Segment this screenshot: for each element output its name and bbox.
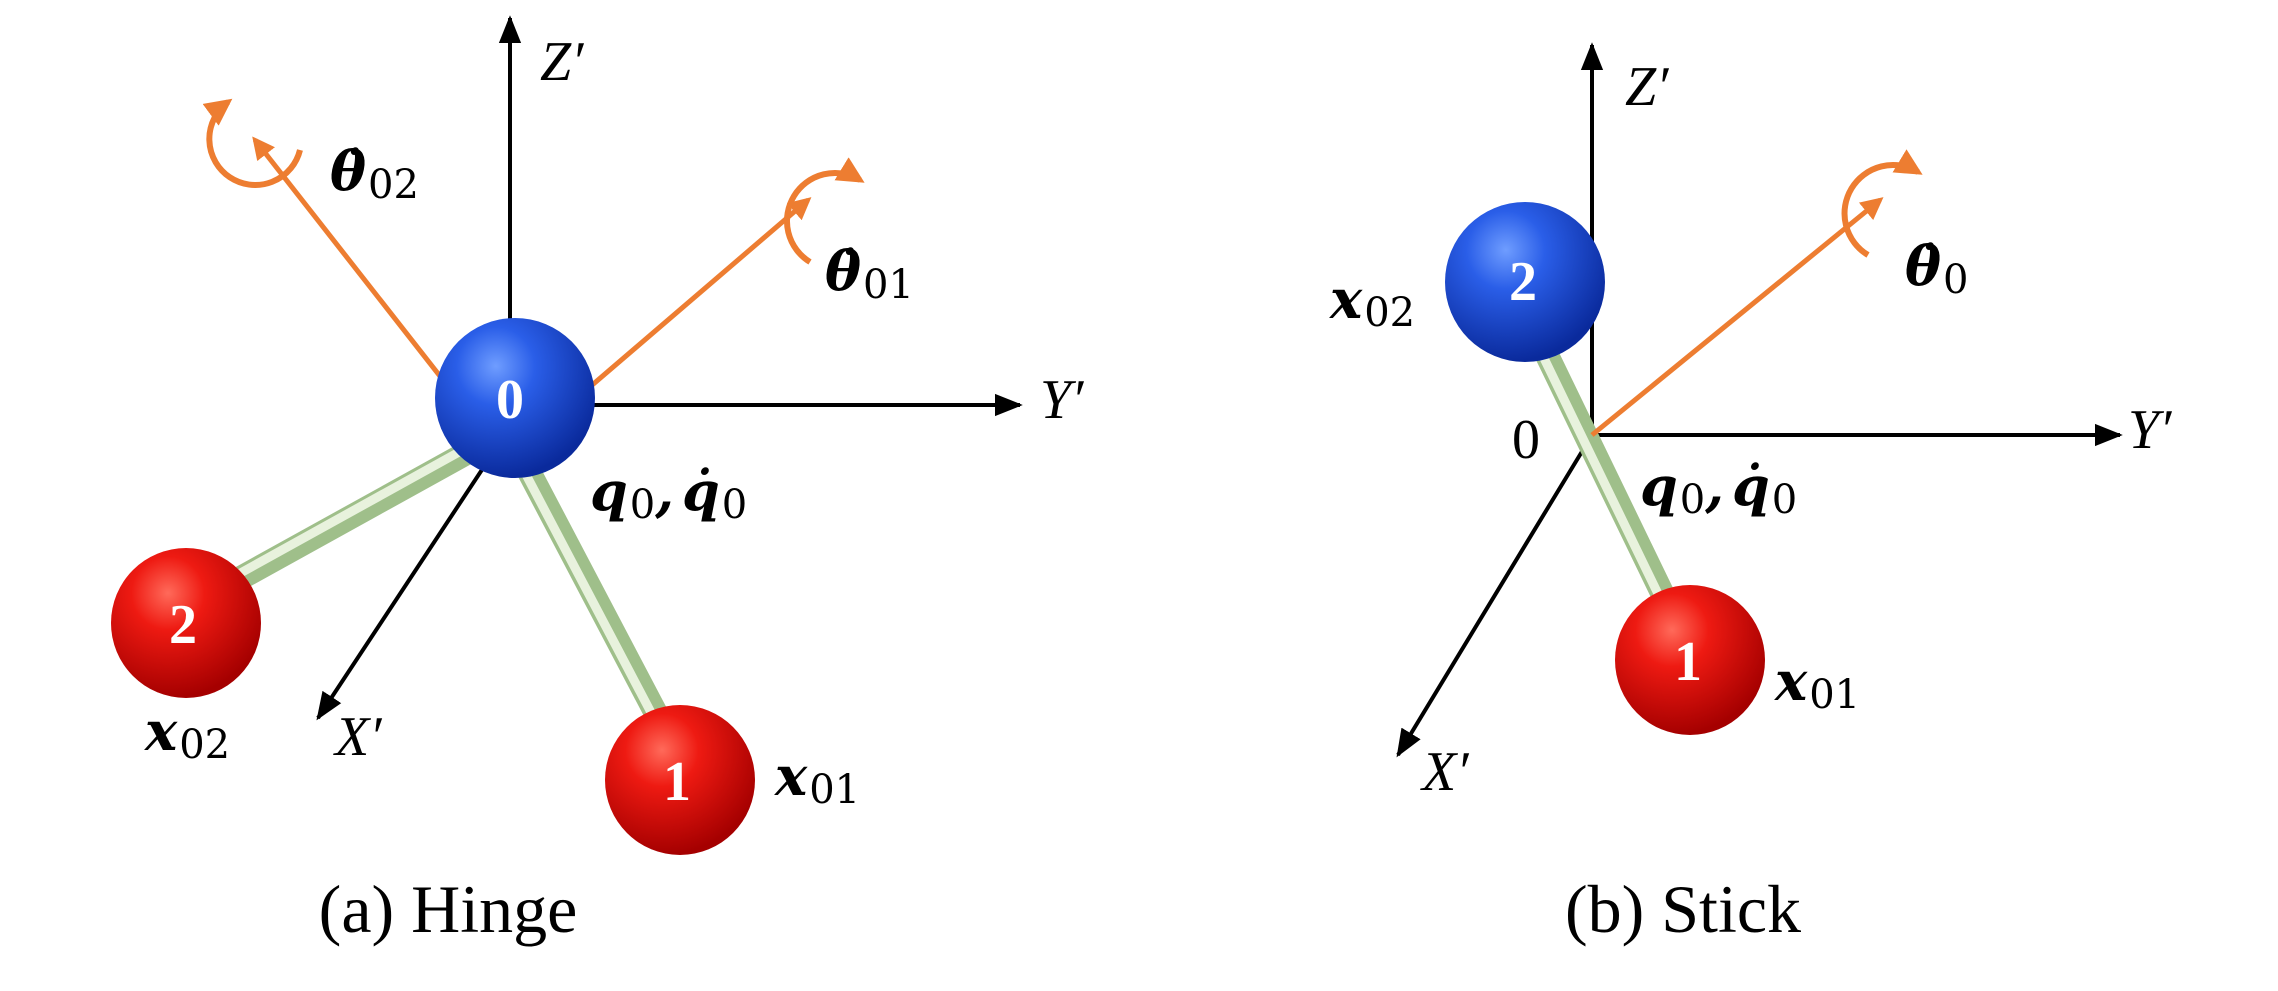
ball-1 [1615, 585, 1765, 735]
x-axis [1396, 433, 1594, 758]
ball-1-number: 1 [1674, 631, 1702, 693]
ball-center-number: 0 [496, 369, 524, 431]
q0-qdot0-label: q0,q̇0 [590, 459, 747, 528]
origin-label: 0 [1512, 409, 1540, 471]
y-axis-label: Y′ [2128, 399, 2172, 461]
panel-stick: Z′ Y′ X′ 0 2 1 θ̇0 x02 q0,q̇0 x01 (b) St… [1329, 42, 2172, 947]
theta0-label: θ̇0 [1905, 234, 1968, 303]
ball-1 [605, 705, 755, 855]
x-axis-label: X′ [1420, 741, 1469, 803]
q0-qdot0-label: q0,q̇0 [1640, 454, 1797, 523]
theta0-axis [1590, 197, 1884, 437]
stick-to-ball-1 [506, 441, 671, 746]
x-axis [316, 448, 497, 721]
ball-2 [1445, 202, 1605, 362]
x01-label: x01 [1774, 649, 1860, 718]
x-axis-label: X′ [333, 706, 382, 768]
rotation-arrow-icon [202, 98, 303, 188]
ball-2-number: 2 [1509, 251, 1537, 313]
ball-1-number: 1 [663, 751, 691, 813]
y-axis-label: Y′ [1040, 369, 1084, 431]
z-axis-label: Z′ [1625, 56, 1669, 118]
theta01-label: θ̇01 [825, 239, 914, 308]
z-axis-label: Z′ [540, 31, 584, 93]
ball-center [435, 318, 595, 478]
panel-hinge: Z′ Y′ X′ 0 2 1 θ̇02 θ̇01 q0,q̇0 x02 [111, 15, 1084, 947]
stick-between-balls [1521, 316, 1681, 636]
stick-to-ball-2 [203, 431, 493, 596]
x02-label: x02 [1329, 267, 1415, 336]
caption-hinge: (a) Hinge [319, 871, 578, 947]
ball-2 [111, 548, 261, 698]
rotation-arrow-icon [783, 157, 865, 265]
theta02-label: θ̇02 [330, 139, 419, 208]
x01-label: x01 [774, 744, 860, 813]
ball-2-number: 2 [169, 594, 197, 656]
rotation-arrow-icon [1841, 149, 1923, 258]
caption-stick: (b) Stick [1565, 871, 1801, 947]
x02-label: x02 [144, 699, 230, 768]
